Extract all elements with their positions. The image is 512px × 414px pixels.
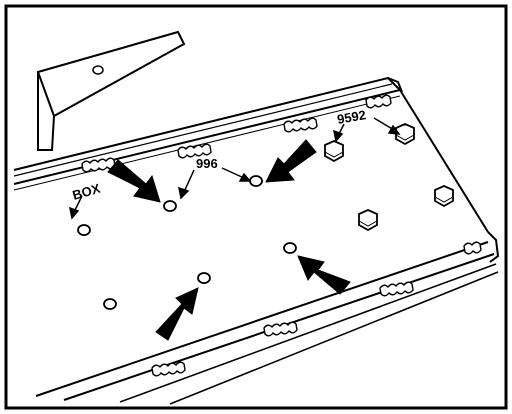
leader-line bbox=[373, 117, 395, 131]
leader-arrowhead bbox=[68, 206, 80, 220]
callout-996: 996 bbox=[196, 156, 218, 171]
hole bbox=[163, 200, 177, 212]
hole bbox=[283, 242, 297, 254]
hex-bolt bbox=[434, 185, 454, 208]
weld-bead bbox=[177, 143, 212, 159]
pointer-arrows bbox=[107, 139, 351, 341]
weld-bead bbox=[151, 361, 186, 377]
hex-bolt bbox=[324, 140, 344, 163]
weld-bead bbox=[263, 321, 298, 337]
callout-box: BOX bbox=[71, 181, 103, 203]
leader-arrowhead bbox=[387, 124, 401, 135]
leader-line bbox=[221, 167, 245, 179]
plate-hole bbox=[92, 65, 104, 75]
leader-lines bbox=[68, 117, 401, 220]
weld-bead bbox=[379, 281, 414, 297]
leader-arrowhead bbox=[238, 172, 252, 182]
web-holes bbox=[77, 175, 297, 310]
leader-arrowhead bbox=[332, 129, 344, 143]
hole bbox=[197, 272, 211, 284]
callout-9592: 9592 bbox=[336, 107, 367, 127]
hole bbox=[103, 298, 117, 310]
hole bbox=[77, 224, 91, 236]
weld-bead bbox=[365, 94, 392, 109]
weld-bead bbox=[463, 241, 482, 255]
hole bbox=[249, 175, 263, 187]
pointer-arrow bbox=[107, 159, 161, 203]
weld-beads bbox=[81, 94, 482, 377]
hex-bolt bbox=[358, 209, 378, 232]
figure-border bbox=[4, 4, 508, 410]
hex-bolt bbox=[395, 123, 415, 146]
rail-channel bbox=[13, 76, 500, 405]
pointer-arrow bbox=[155, 287, 199, 341]
leader-arrowhead bbox=[178, 186, 190, 200]
pointer-arrow bbox=[297, 255, 351, 295]
leader-line bbox=[183, 169, 195, 193]
pointer-arrow bbox=[265, 139, 317, 183]
weld-bead bbox=[283, 117, 318, 133]
bolt-heads bbox=[324, 123, 454, 232]
upper-plate bbox=[37, 30, 186, 151]
